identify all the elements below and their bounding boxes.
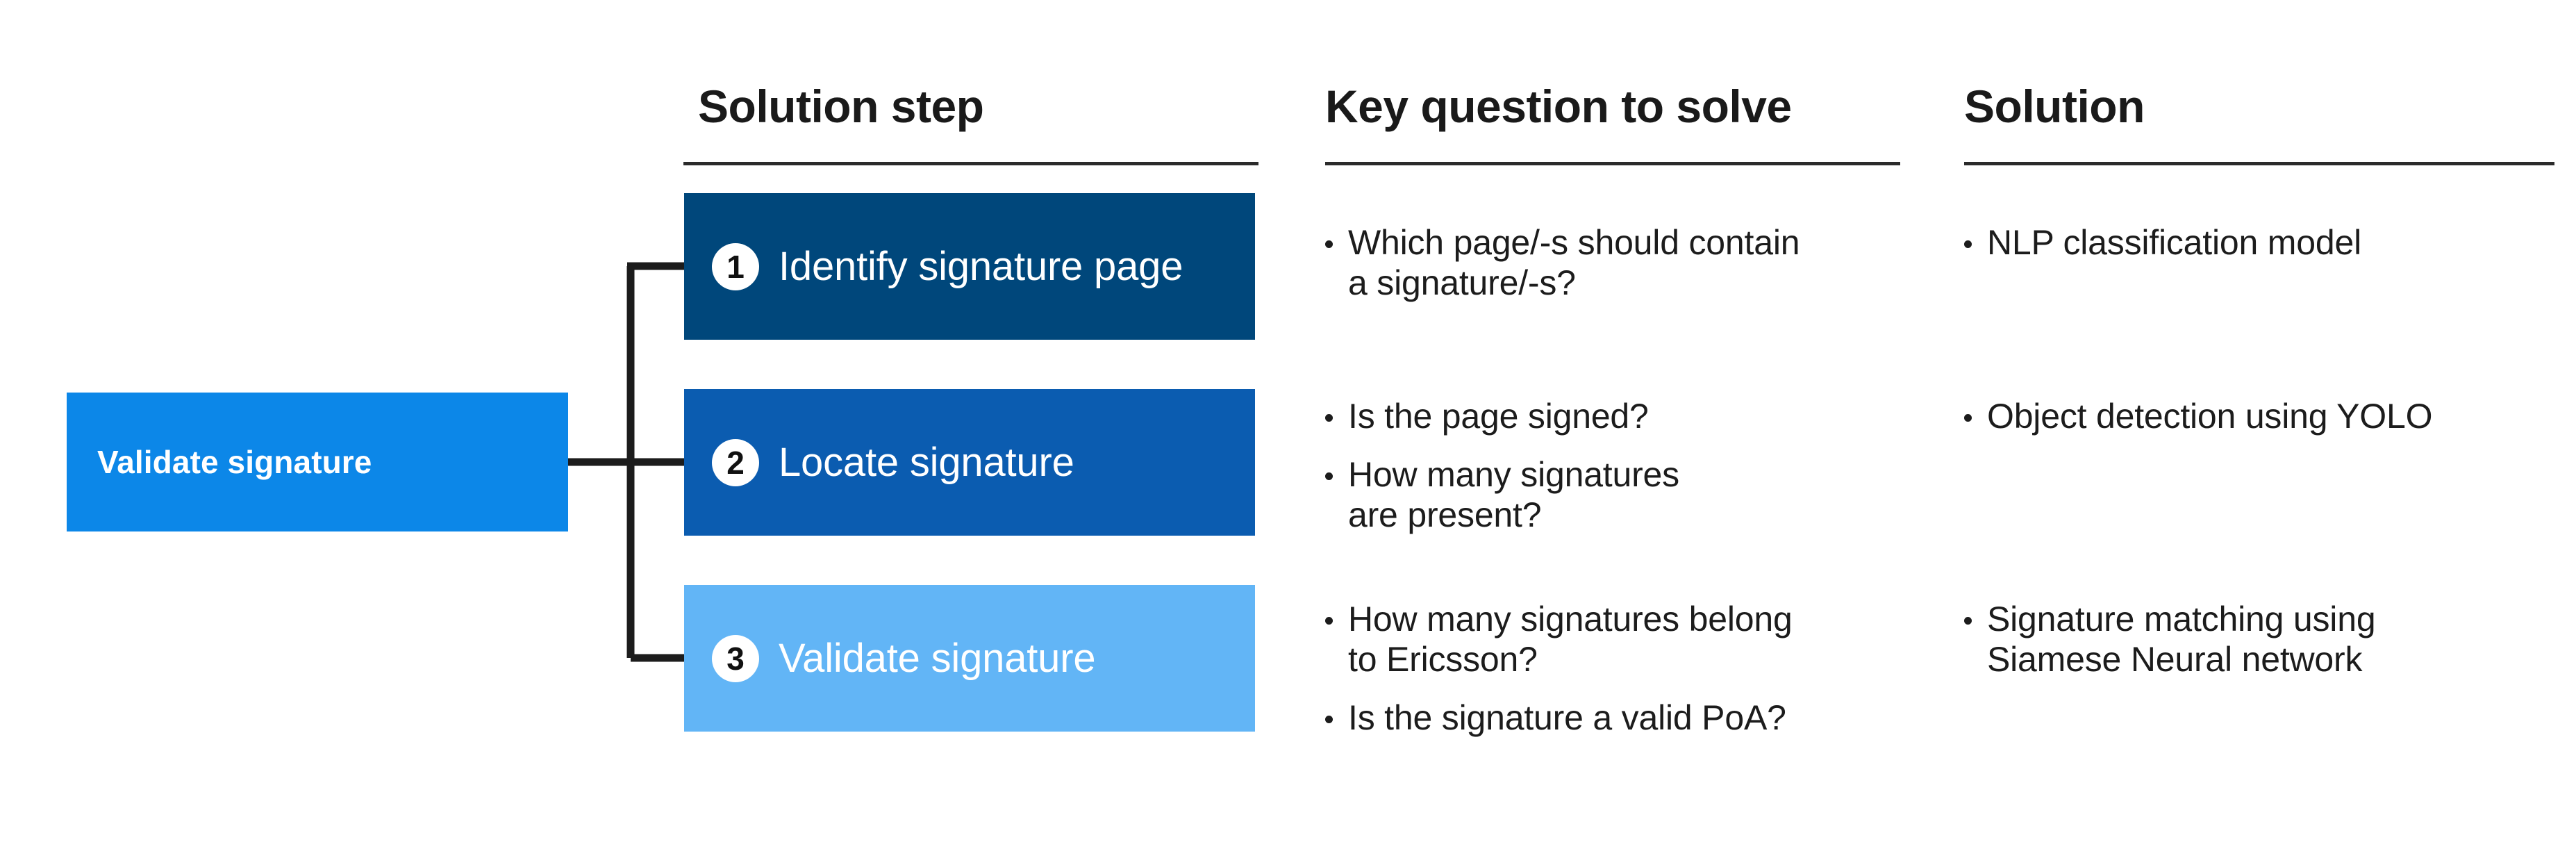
step-box-3[interactable]: 3 Validate signature: [684, 585, 1255, 732]
source-box-label: Validate signature: [97, 444, 372, 480]
list-item: How many signatures belong to Ericsson?: [1325, 599, 1916, 679]
column-rule-key-question: [1325, 162, 1900, 165]
bullet-icon: [1325, 716, 1333, 723]
solution-text: NLP classification model: [1987, 223, 2361, 262]
solution-group-3: Signature matching using Siamese Neural …: [1964, 599, 2575, 679]
column-header-solution: Solution: [1964, 81, 2145, 132]
bullet-icon: [1964, 240, 1972, 248]
list-item: Object detection using YOLO: [1964, 396, 2561, 436]
solution-text: Signature matching using Siamese Neural …: [1987, 600, 2376, 679]
question-text: Is the signature a valid PoA?: [1348, 698, 1786, 737]
bullet-icon: [1325, 240, 1333, 248]
step-box-2[interactable]: 2 Locate signature: [684, 389, 1255, 536]
column-rule-solution: [1964, 162, 2554, 165]
column-header-key-question: Key question to solve: [1325, 81, 1792, 132]
step-label-2: Locate signature: [779, 440, 1074, 485]
step-number-badge-3: 3: [712, 634, 759, 682]
bullet-icon: [1964, 414, 1972, 422]
step-box-1[interactable]: 1 Identify signature page: [684, 193, 1255, 340]
list-item: Is the signature a valid PoA?: [1325, 698, 1916, 738]
question-text: How many signatures are present?: [1348, 455, 1679, 534]
question-group-2: Is the page signed? How many signatures …: [1325, 396, 1916, 535]
list-item: How many signatures are present?: [1325, 454, 1916, 535]
bullet-icon: [1325, 617, 1333, 625]
step-label-3: Validate signature: [779, 636, 1096, 681]
bullet-icon: [1325, 472, 1333, 480]
question-group-3: How many signatures belong to Ericsson? …: [1325, 599, 1916, 738]
source-box[interactable]: Validate signature: [67, 393, 568, 531]
step-label-1: Identify signature page: [779, 244, 1183, 289]
list-item: NLP classification model: [1964, 222, 2561, 263]
column-rule-solution-step: [683, 162, 1258, 165]
list-item: Which page/-s should contain a signature…: [1325, 222, 1916, 303]
question-group-1: Which page/-s should contain a signature…: [1325, 222, 1916, 303]
solution-text: Object detection using YOLO: [1987, 397, 2433, 436]
step-number-badge-1: 1: [712, 242, 759, 290]
bullet-icon: [1325, 414, 1333, 422]
question-text: Is the page signed?: [1348, 397, 1649, 436]
question-text: How many signatures belong to Ericsson?: [1348, 600, 1793, 679]
solution-group-2: Object detection using YOLO: [1964, 396, 2561, 436]
bullet-icon: [1964, 617, 1972, 625]
question-text: Which page/-s should contain a signature…: [1348, 223, 1800, 302]
column-header-solution-step: Solution step: [698, 81, 984, 132]
step-number-badge-2: 2: [712, 438, 759, 486]
list-item: Is the page signed?: [1325, 396, 1916, 436]
solution-group-1: NLP classification model: [1964, 222, 2561, 263]
list-item: Signature matching using Siamese Neural …: [1964, 599, 2575, 679]
